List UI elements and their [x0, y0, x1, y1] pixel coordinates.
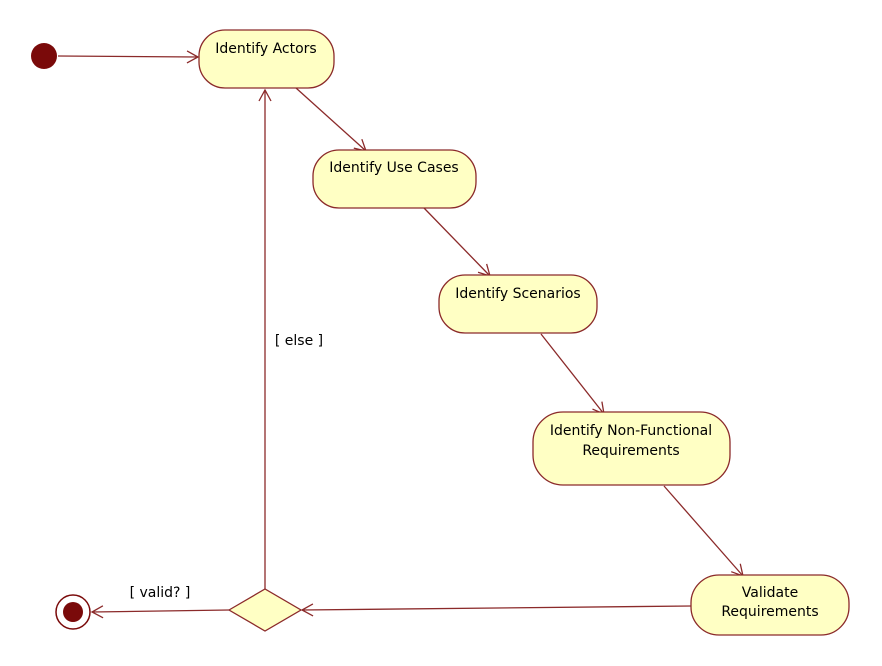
activity-identify-actors[interactable]: Identify Actors [198, 29, 335, 89]
edge-use-cases-to-scenarios [423, 207, 491, 277]
edge-validate-to-decision [300, 603, 692, 617]
decision-node[interactable] [227, 588, 303, 632]
final-node[interactable] [55, 594, 91, 630]
edge-scenarios-to-nfr [540, 333, 605, 416]
edge-nfr-to-validate [663, 485, 744, 578]
activity-identify-use-cases-label: Identify Use Cases [329, 160, 458, 176]
activity-validate-requirements[interactable]: Validate Requirements [690, 574, 850, 636]
activity-identify-nfr-label-line1: Identify Non-Functional [550, 423, 712, 439]
activity-identify-non-functional-requirements[interactable]: Identify Non-Functional Requirements [532, 411, 731, 486]
activity-identify-scenarios-label: Identify Scenarios [455, 286, 580, 302]
activity-identify-use-cases[interactable]: Identify Use Cases [312, 149, 477, 209]
activity-identify-scenarios[interactable]: Identify Scenarios [438, 274, 598, 334]
edge-decision-to-final [90, 605, 230, 619]
activity-validate-label-line1: Validate [742, 585, 798, 601]
guard-valid-label: [ valid? ] [130, 585, 191, 601]
activity-validate-label-line2: Requirements [721, 604, 818, 620]
activity-identify-nfr-label-line2: Requirements [582, 443, 679, 459]
activity-identify-actors-label: Identify Actors [215, 41, 316, 57]
edge-initial-to-identify-actors [57, 50, 200, 64]
edges [57, 50, 744, 619]
edge-actors-to-use-cases [295, 87, 368, 152]
initial-node[interactable] [31, 43, 57, 69]
guard-else-label: [ else ] [275, 333, 323, 349]
